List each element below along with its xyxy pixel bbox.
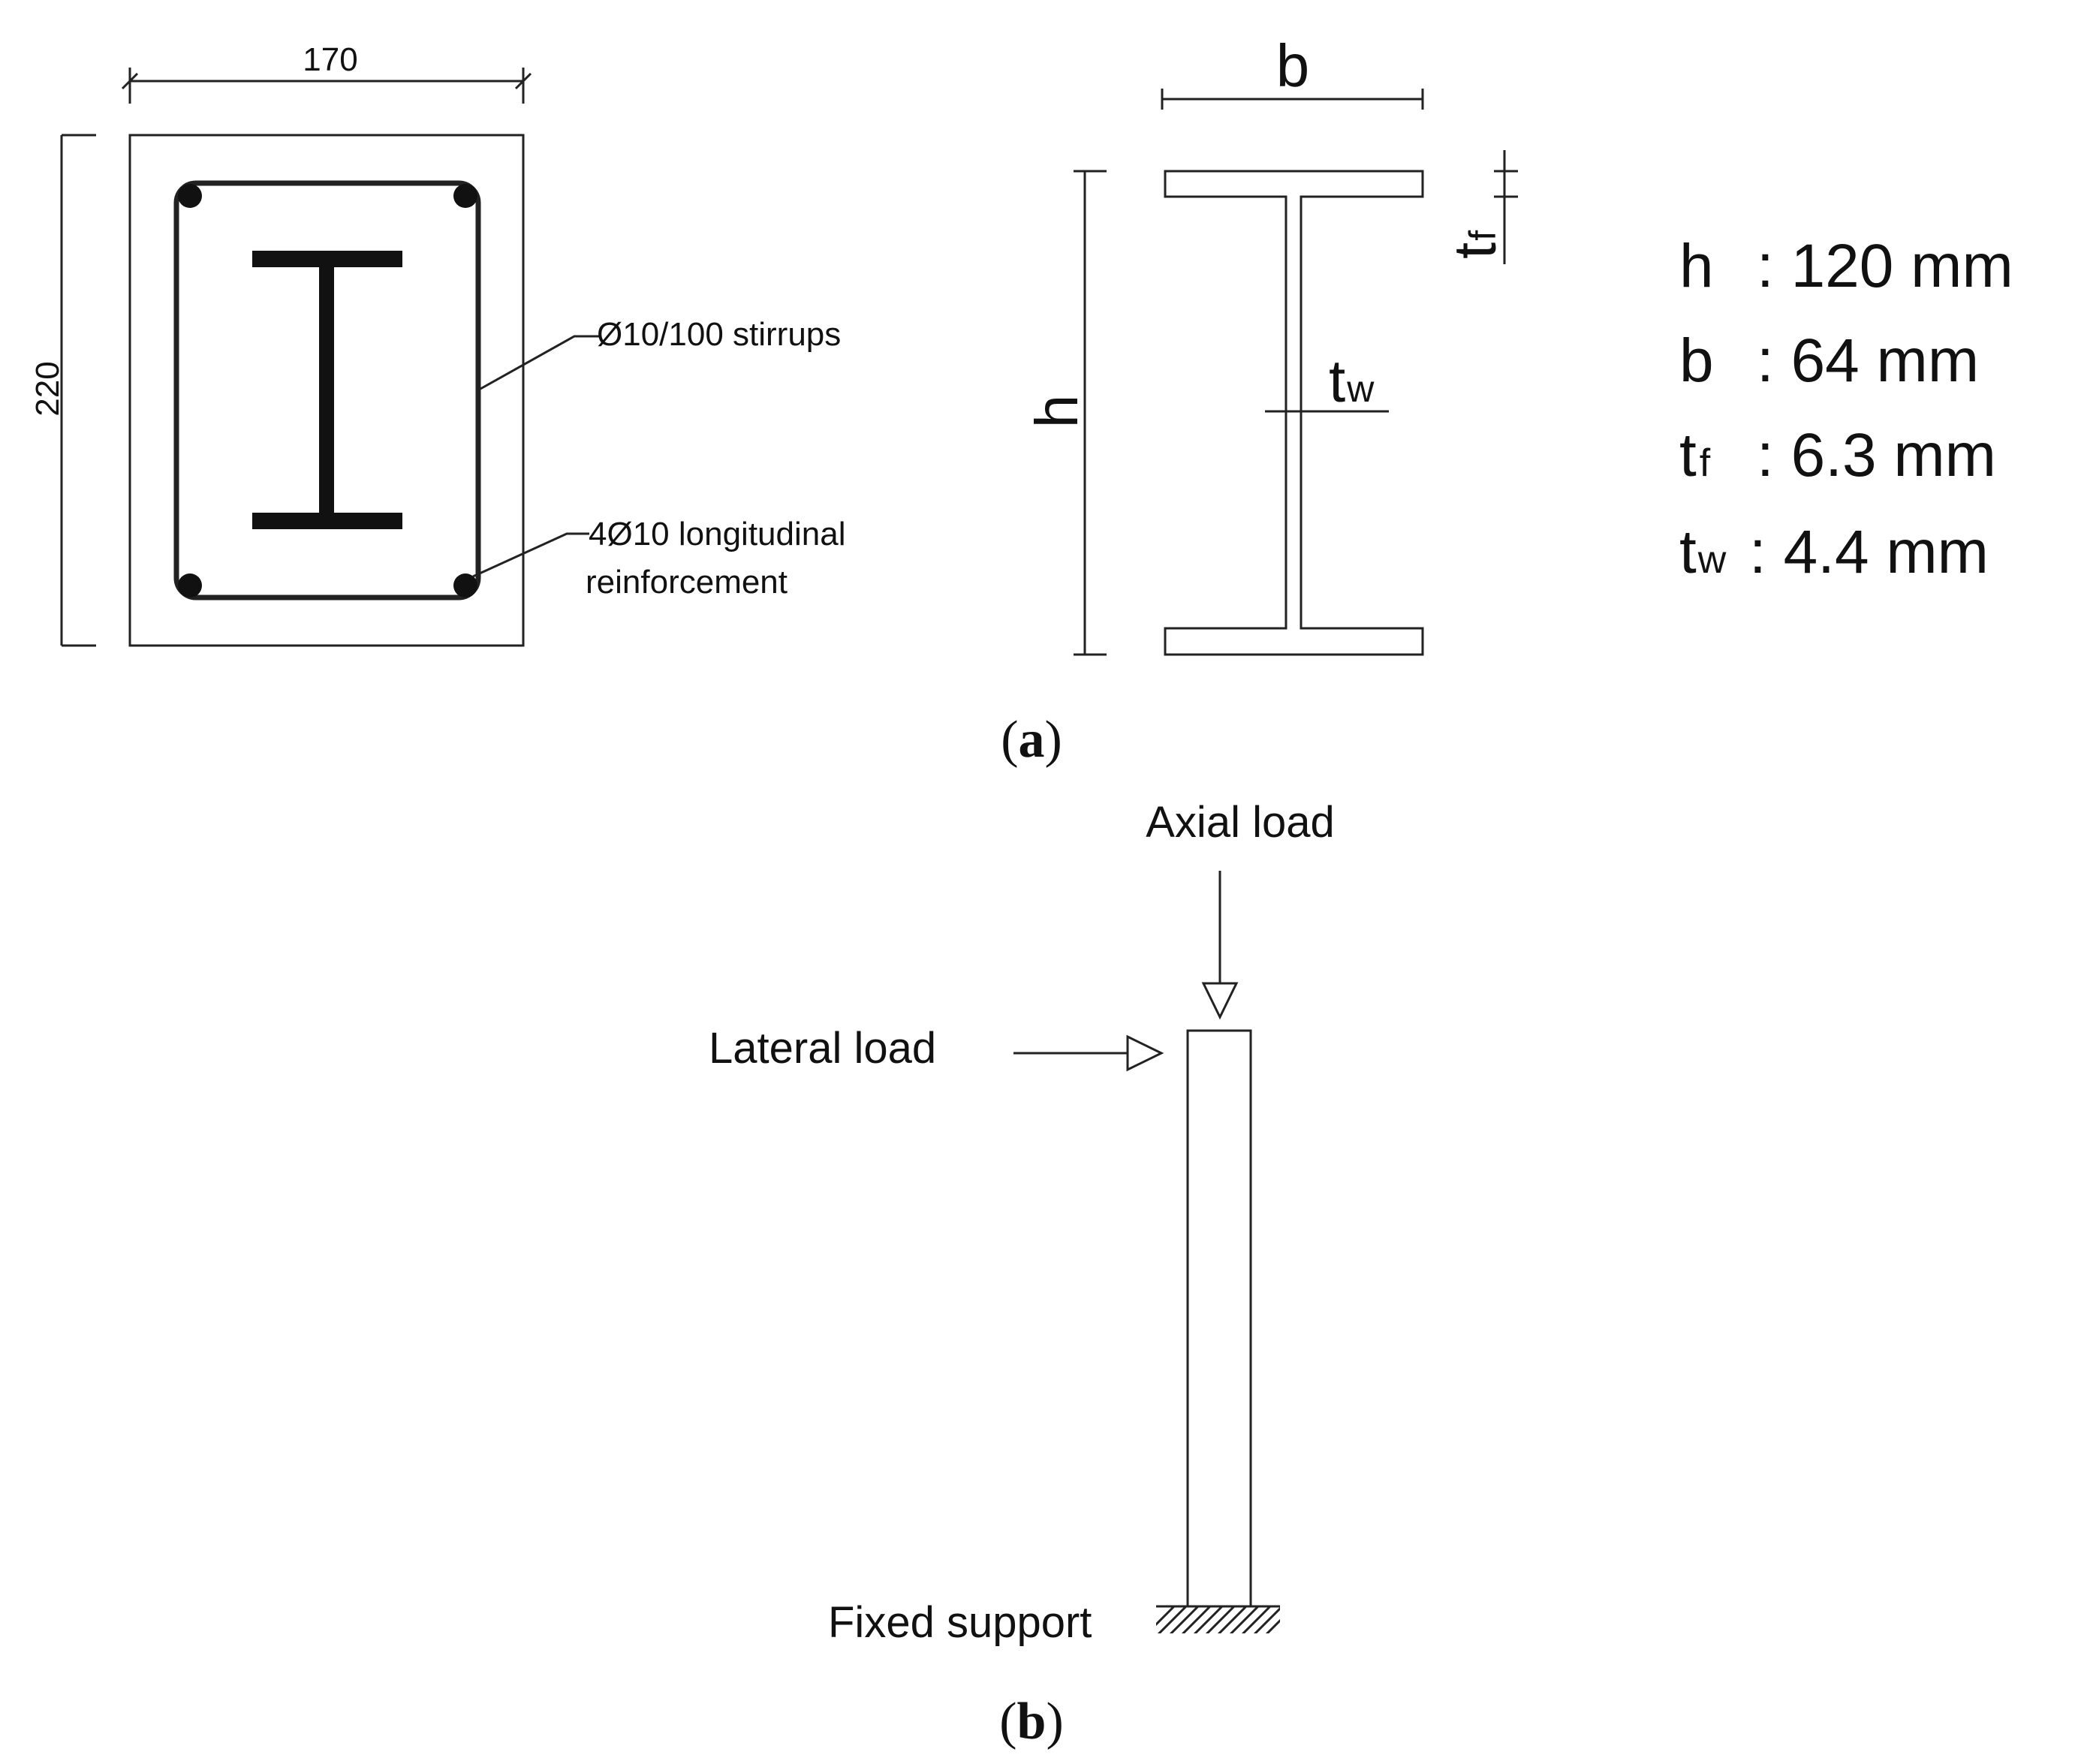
composite-section: 170 220 Ø10/100 stirrups 4Ø10 longitudin… [29,41,845,647]
property-tw-symbol: tw [1679,518,1727,586]
caption-b: (b) [999,1693,1064,1750]
property-tf-value: : 6.3 mm [1757,421,1996,489]
caption-a: (a) [1001,711,1062,769]
lateral-load-arrow [1013,1034,1164,1072]
stirrups-label: Ø10/100 stirrups [597,316,841,353]
column-element [1186,1029,1252,1608]
embedded-i-profile [252,251,402,529]
longitudinal-label-line1: 4Ø10 longitudinal [589,516,845,552]
longitudinal-bar [178,573,202,598]
fixed-support [1156,1605,1280,1633]
tf-dimension-label: tf [1441,230,1508,259]
fixed-support-label: Fixed support [828,1598,1092,1647]
property-h-value: : 120 mm [1757,232,2013,300]
property-tw-value: : 4.4 mm [1749,518,1989,586]
property-tf-symbol: tf [1679,421,1711,489]
column-model: Axial load Lateral load [709,798,1335,1647]
steel-profile: b h tf tw [1023,32,1518,656]
lateral-load-label: Lateral load [709,1024,936,1073]
axial-load-arrow [1201,871,1239,1020]
stirrups-leader [480,335,601,390]
b-dimension-label: b [1276,32,1310,99]
longitudinal-bar [453,573,477,598]
width-dimension-label: 170 [303,41,357,78]
property-h-symbol: h [1679,232,1714,300]
concrete-outline [128,134,525,647]
i-profile-outline [1164,170,1424,656]
axial-load-label: Axial load [1146,798,1334,847]
longitudinal-bar [453,184,477,208]
h-dimension-label: h [1023,395,1090,429]
longitudinal-label-line2: reinforcement [586,564,788,601]
profile-properties: h : 120 mm b : 64 mm tf : 6.3 mm tw : 4.… [1679,232,2013,586]
longitudinal-bar [178,184,202,208]
height-dimension: 220 [29,134,96,647]
stirrup [173,180,481,601]
longitudinal-leader [472,532,589,578]
property-b-value: : 64 mm [1757,327,1979,395]
height-dimension-label: 220 [29,361,66,416]
width-dimension: 170 [121,41,532,104]
tw-dimension-label: tw [1329,348,1375,414]
property-b-symbol: b [1679,327,1714,395]
